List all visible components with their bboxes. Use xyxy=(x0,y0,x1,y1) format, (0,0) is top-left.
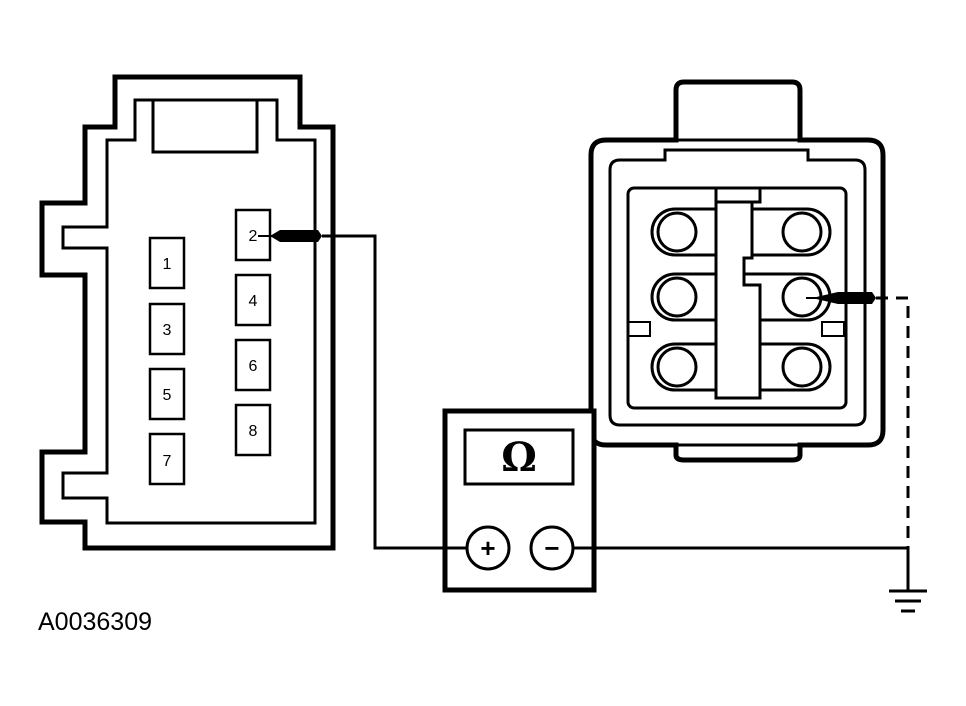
probe-positive-tip xyxy=(270,230,322,242)
positive-terminal-label: + xyxy=(480,533,495,563)
terminal-left-3 xyxy=(656,346,698,388)
pin-cell-8 xyxy=(234,403,272,457)
negative-terminal-label: − xyxy=(544,533,559,563)
test-leads xyxy=(322,234,910,590)
terminal-left-2 xyxy=(656,276,698,318)
pin-cell-3 xyxy=(148,302,186,356)
terminal-right-3 xyxy=(781,346,823,388)
pin-cell-7 xyxy=(148,432,186,486)
left-connector xyxy=(39,74,336,551)
pin-cell-4 xyxy=(234,273,272,327)
lock-tab-cap xyxy=(714,186,762,204)
pin-label-8: 8 xyxy=(249,423,258,440)
probe-positive xyxy=(258,230,322,242)
ohmmeter-display xyxy=(463,428,575,486)
pin-label-1: 1 xyxy=(163,256,172,273)
terminal-left-1 xyxy=(656,211,698,253)
jumper-lead-dashed xyxy=(876,296,910,548)
right-connector-key-left xyxy=(627,321,651,337)
pin-label-6: 6 xyxy=(249,358,258,375)
pin-cell-1 xyxy=(148,236,186,290)
pin-label-7: 7 xyxy=(163,453,172,470)
pin-cell-5 xyxy=(148,367,186,421)
ohm-symbol: Ω xyxy=(501,434,537,481)
probe-negative xyxy=(806,292,876,304)
pin-label-2: 2 xyxy=(249,228,258,245)
left-connector-outer-shell xyxy=(39,74,336,551)
pin-column-a: 1 3 5 7 xyxy=(148,236,186,486)
right-connector-key-right xyxy=(821,321,845,337)
lock-tab-body xyxy=(714,198,762,400)
pin-cell-6 xyxy=(234,338,272,392)
pin-column-b: 2 4 6 8 xyxy=(234,208,272,457)
left-connector-latch xyxy=(151,98,259,154)
ground-icon xyxy=(889,589,927,613)
left-connector-inner-shell xyxy=(61,98,317,525)
positive-lead xyxy=(322,234,467,550)
pin-label-5: 5 xyxy=(163,387,172,404)
pin-label-3: 3 xyxy=(163,322,172,339)
right-connector-inner-shell xyxy=(608,148,867,427)
right-connector-lock-tab xyxy=(714,186,762,400)
ohmmeter: Ω + − xyxy=(442,408,597,593)
pin-label-4: 4 xyxy=(249,293,258,310)
terminal-right-1 xyxy=(781,211,823,253)
figure-id: A0036309 xyxy=(38,608,152,636)
probe-negative-tip xyxy=(812,292,876,304)
